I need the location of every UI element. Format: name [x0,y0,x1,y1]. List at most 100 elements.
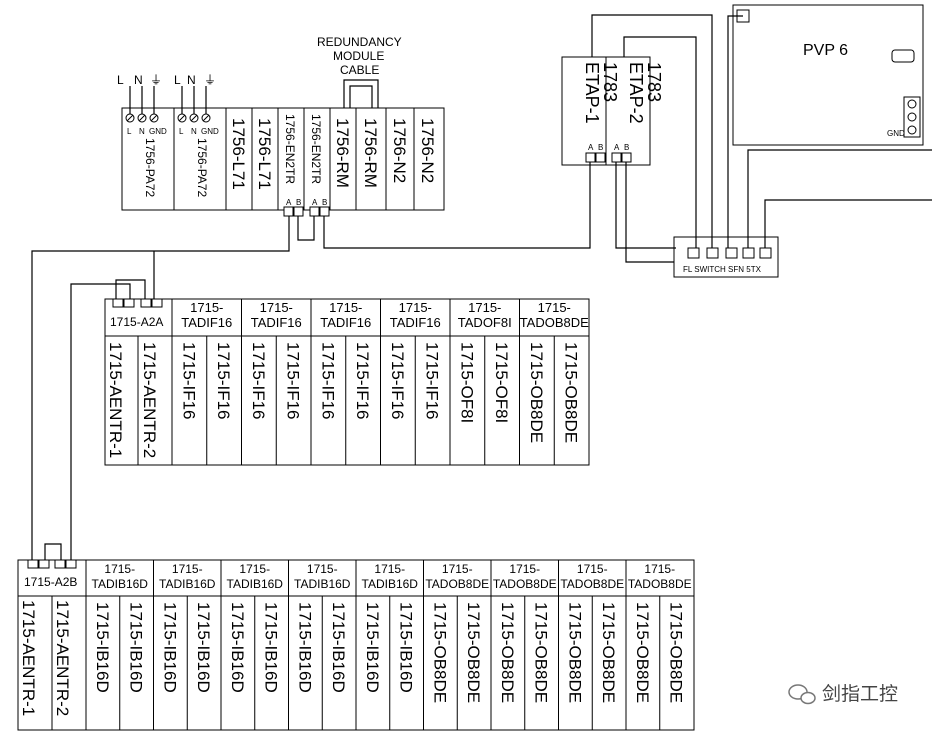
terminal-base-label: 1715- [468,300,501,315]
ethernet-port-icon [38,559,50,569]
terminal-base-model: TADIF16 [320,315,371,330]
ps1-term-l: L [127,127,132,136]
ethernet-port-icon [309,206,320,217]
flex-rack-b: 1715-A2B 1715-AENTR-1 1715-AENTR-2 1715-… [17,559,695,731]
rack-b-aentr-1: 1715-AENTR-1 [19,600,38,716]
etap1-line2: ETAP-1 [582,62,602,124]
io-module: 1715-IF16 [423,342,442,420]
network-cables [31,14,932,560]
terminal-base-label: 1715- [538,300,571,315]
io-module: 1715-OF8I [457,342,476,423]
io-module: 1715-OB8DE [599,602,618,703]
io-module: 1715-IF16 [249,342,268,420]
ps1-model: 1756-PA72 [143,138,157,197]
rack-b-aentr-2: 1715-AENTR-2 [53,600,72,716]
terminal-base-model: TADOB8DE [520,315,589,330]
ps2-l-label: L [174,73,181,87]
ethernet-port-icon [742,247,755,259]
io-module: 1715-IB16D [295,602,314,693]
terminal-base-model: TADOB8DE [493,577,557,591]
io-module: 1715-IF16 [388,342,407,420]
ethernet-port-icon [27,559,39,569]
rack-b-adapter-label: 1715-A2B [24,575,77,589]
pvp-title: PVP 6 [803,42,848,59]
ps2-n-label: N [187,73,196,87]
ethernet-port-icon [293,206,304,217]
ethernet-port-icon [585,152,596,163]
io-module: 1715-OB8DE [667,602,686,703]
ethernet-port-icon [319,206,330,217]
module-n2-1: 1756-N2 [390,118,409,183]
terminal-base-label: 1715- [172,562,203,576]
io-module: 1715-IB16D [93,602,112,693]
io-module: 1715-IF16 [214,342,233,420]
terminal-base-label: 1715- [104,562,135,576]
en2tr1-port-b-label: B [296,198,301,207]
terminal-base-label: 1715- [307,562,338,576]
etap2-port-a-label: A [614,143,620,152]
module-rm-1: 1756-RM [333,118,352,188]
io-module: 1715-OF8I [492,342,511,423]
module-en2tr-2: 1756-EN2TR [309,114,323,184]
ps1-term-n: N [139,127,145,136]
terminal-base-model: TADIB16D [159,577,216,591]
io-module: 1715-IB16D [127,602,146,693]
terminal-base-model: TADOB8DE [560,577,624,591]
terminal-base-model: TADOF8I [458,315,512,330]
flex-rack-a: 1715-A2A 1715-AENTR-1 1715-AENTR-2 1715-… [104,298,590,466]
en2tr1-port-a-label: A [286,198,292,207]
terminal-base-label: 1715- [399,300,432,315]
terminal-base-label: 1715- [577,562,608,576]
terminal-base-model: TADIB16D [294,577,351,591]
etap2-line2: ETAP-2 [626,62,646,124]
ethernet-port-icon [65,559,77,569]
etap-modules: 1783 ETAP-1 1783 ETAP-2 A B A B [561,56,664,166]
ps2-term-l: L [179,127,184,136]
terminal-base-label: 1715- [374,562,405,576]
ethernet-port-icon [759,247,772,259]
en2tr2-port-a-label: A [312,198,318,207]
etap1-line1: 1783 [600,62,620,102]
fl-switch: FL SWITCH SFN 5TX [673,236,779,278]
terminal-base-model: TADIB16D [227,577,284,591]
terminal-block [903,96,921,138]
redundancy-label-1: REDUNDANCY [317,35,402,49]
ethernet-port-icon [140,298,152,308]
module-l71-2: 1756-L71 [255,118,274,190]
terminal-base-label: 1715- [644,562,675,576]
terminal-base-label: 1715- [329,300,362,315]
module-en2tr-1: 1756-EN2TR [283,114,297,184]
ps2-term-n: N [191,127,197,136]
module-n2-2: 1756-N2 [418,118,437,183]
en2tr2-port-b-label: B [322,198,327,207]
io-module: 1715-IF16 [318,342,337,420]
ps2-model: 1756-PA72 [195,138,209,197]
io-module: 1715-IB16D [329,602,348,693]
terminal-base-model: TADIF16 [251,315,302,330]
redundancy-label-3: CABLE [340,63,379,77]
ethernet-port-icon [621,152,632,163]
io-module: 1715-OB8DE [527,342,546,443]
ps1-l-label: L [117,73,124,87]
wechat-icon [788,684,816,705]
etap1-port-b-label: B [598,143,603,152]
plc-rack: L N ⏚ L N GND 1756-PA72 L N ⏚ L N GND [117,35,445,217]
rack-a-aentr-1: 1715-AENTR-1 [106,342,125,458]
ps2-term-gnd: GND [201,127,219,136]
terminal-base-label: 1715- [190,300,223,315]
terminal-base-label: 1715- [442,562,473,576]
ethernet-port-icon [595,152,606,163]
ethernet-port-icon [611,152,622,163]
ethernet-port-icon [151,298,163,308]
module-rm-2: 1756-RM [361,118,380,188]
ethernet-port-icon [54,559,66,569]
rack-a-adapter-label: 1715-A2A [110,315,163,329]
etap1-port-a-label: A [588,143,594,152]
io-module: 1715-IF16 [179,342,198,420]
io-module: 1715-OB8DE [464,602,483,703]
ps1-ground-icon: ⏚ [150,73,162,87]
ethernet-port-icon [706,247,719,259]
terminal-base-model: TADIB16D [362,577,419,591]
